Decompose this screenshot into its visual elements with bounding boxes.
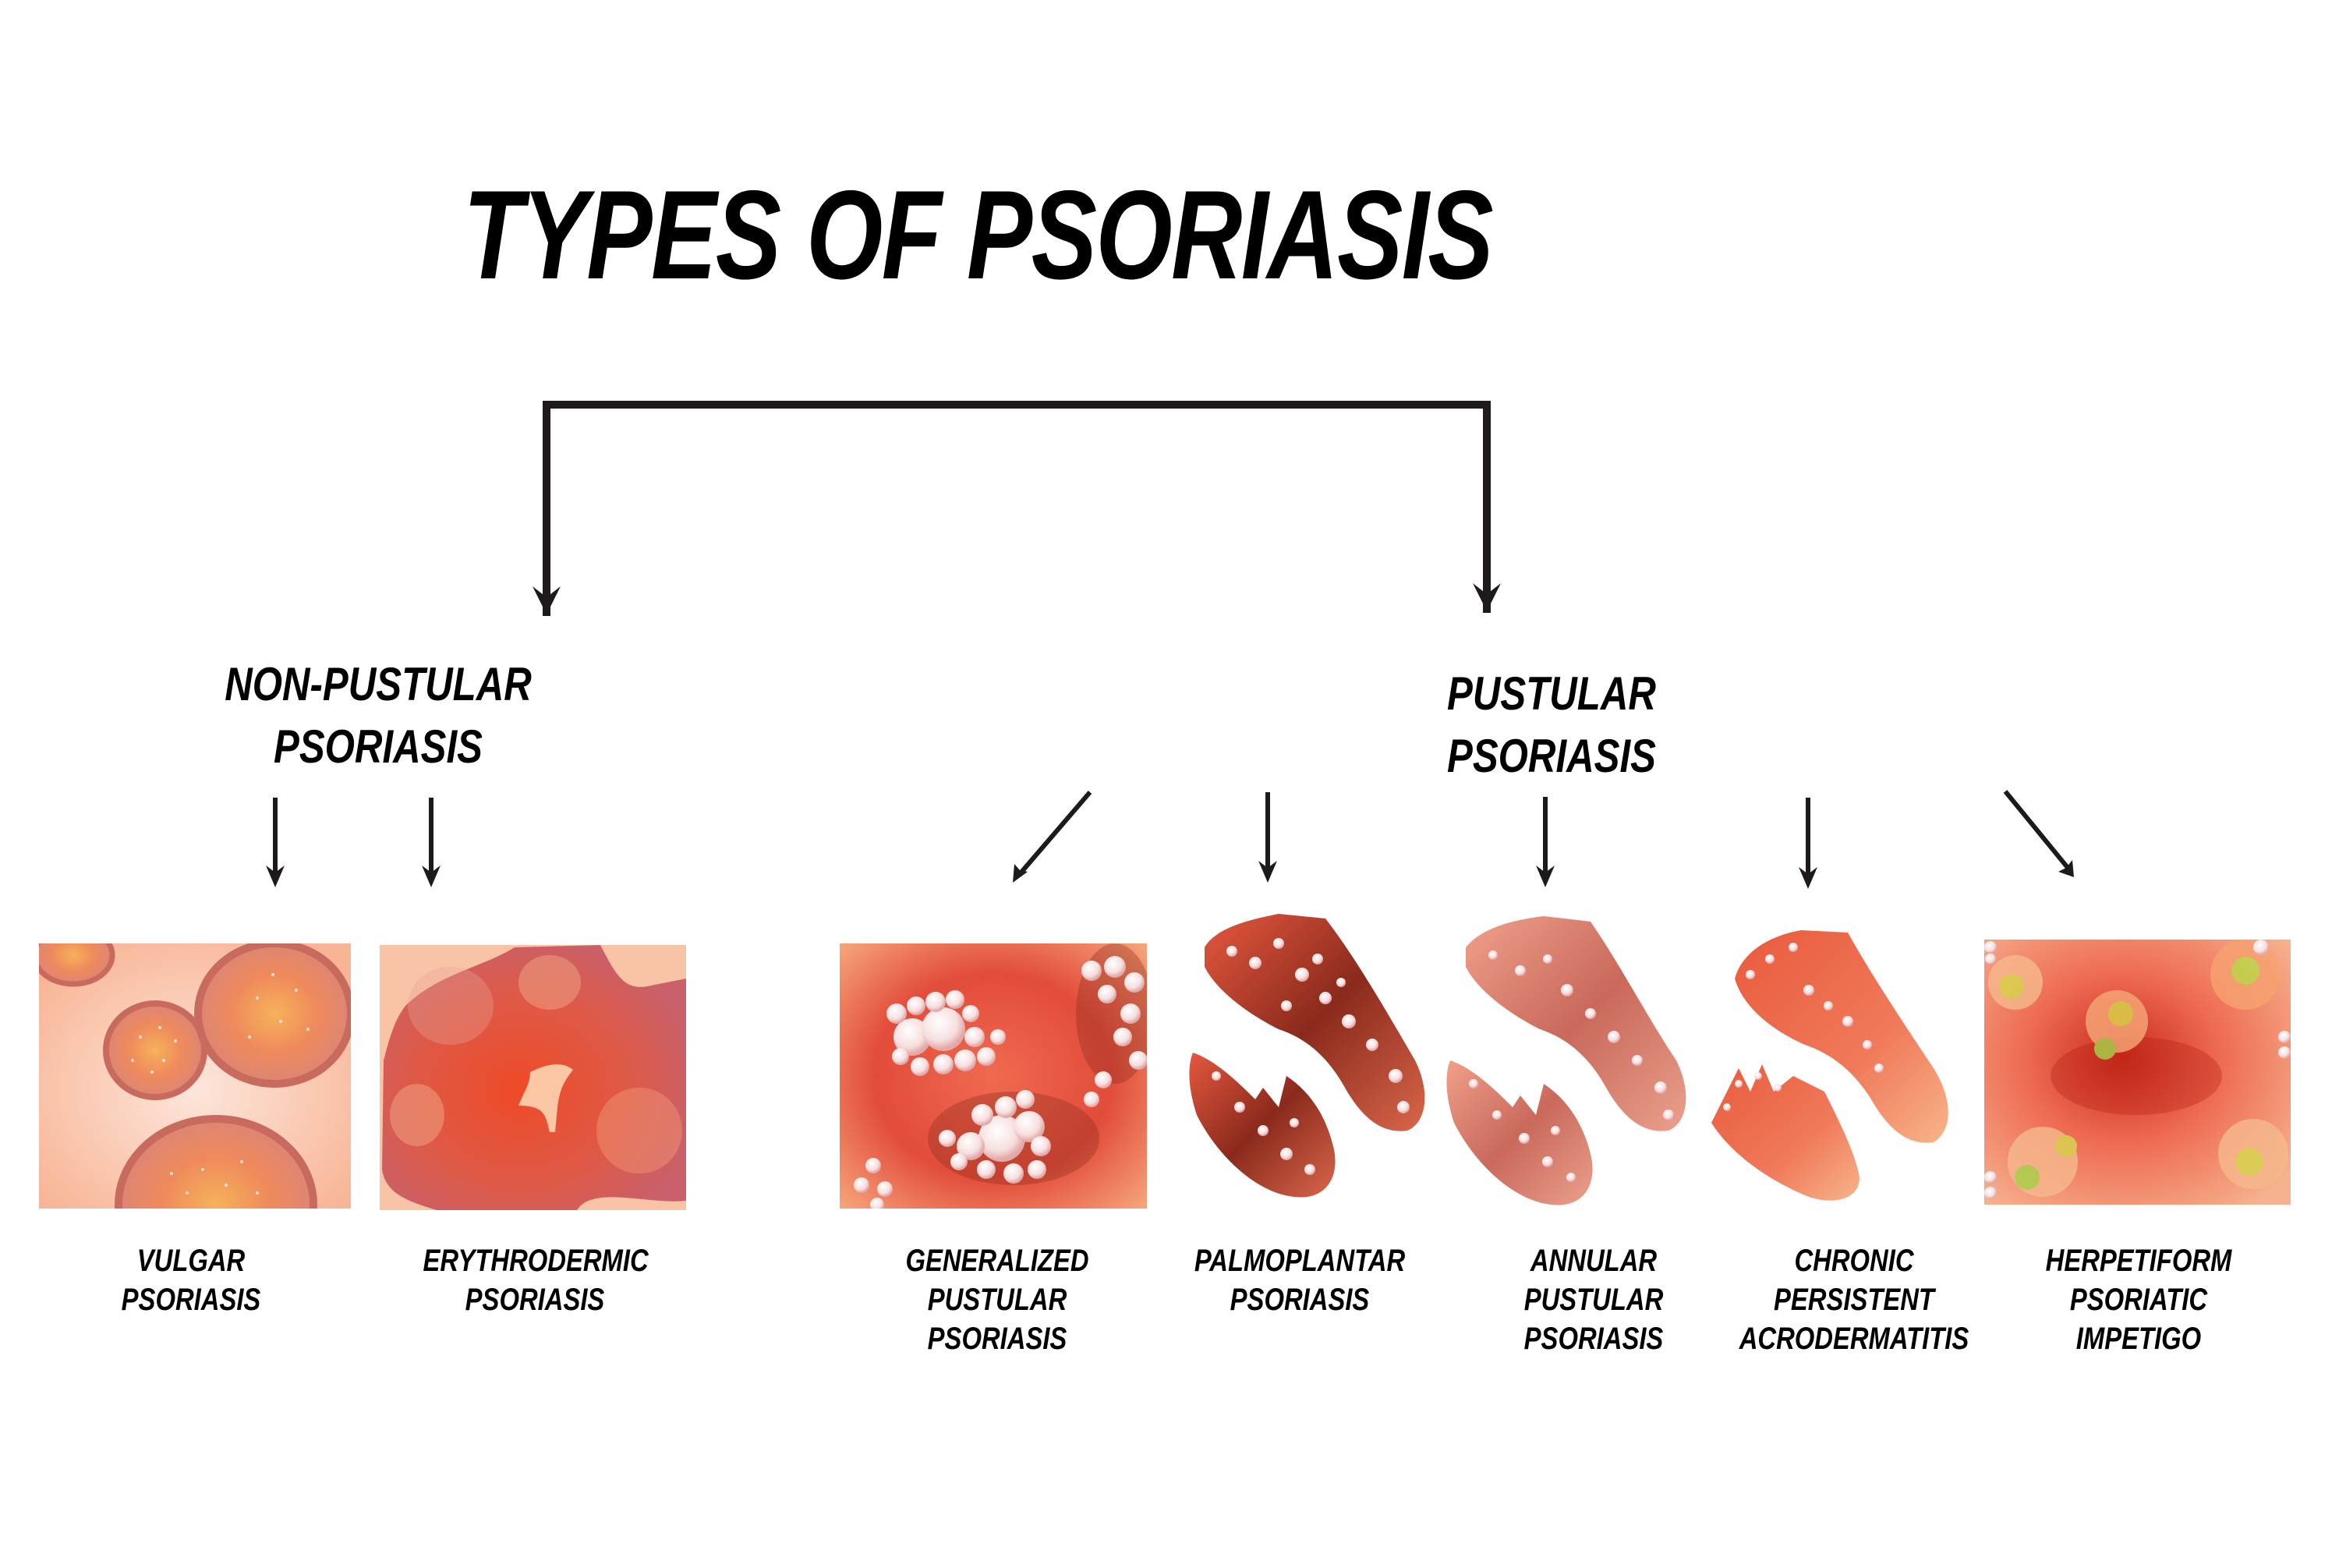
illustration-herpetiform-psoriatic-impetigo <box>1984 940 2291 1205</box>
label-annular-pustular-psoriasis: ANNULAR PUSTULAR PSORIASIS <box>1523 1244 1664 1356</box>
label-palmoplantar-psoriasis: PALMOPLANTAR PSORIASIS <box>1194 1244 1406 1317</box>
pustular-arrows <box>1013 790 2074 889</box>
page-title: TYPES OF PSORIASIS <box>463 165 1494 306</box>
arrowhead-icon <box>533 586 561 614</box>
main-bracket <box>533 401 1501 616</box>
label-generalized-pustular-psoriasis: GENERALIZED PUSTULAR PSORIASIS <box>905 1244 1089 1356</box>
illustration-vulgar-psoriasis <box>39 943 351 1209</box>
non-pustular-arrows <box>266 798 441 887</box>
arrowhead-icon <box>1473 583 1501 611</box>
label-erythrodermic-psoriasis: ERYTHRODERMIC PSORIASIS <box>423 1244 649 1317</box>
label-vulgar-psoriasis: VULGAR PSORIASIS <box>121 1244 261 1317</box>
label-chronic-persistent-acrodermatitis: CHRONIC PERSISTENT ACRODERMATITIS <box>1739 1244 1969 1356</box>
illustration-annular-pustular-psoriasis <box>1446 916 1686 1205</box>
illustration-palmoplantar-psoriasis <box>1189 914 1425 1198</box>
illustration-erythrodermic-psoriasis <box>380 945 686 1210</box>
illustration-generalized-pustular-psoriasis <box>840 943 1147 1209</box>
heading-pustular: PUSTULAR PSORIASIS <box>1447 667 1656 782</box>
heading-non-pustular: NON-PUSTULAR PSORIASIS <box>225 658 532 773</box>
illustration-chronic-persistent-acrodermatitis <box>1711 930 1948 1201</box>
label-herpetiform-psoriatic-impetigo: HERPETIFORM PSORIATIC IMPETIGO <box>2045 1244 2232 1356</box>
